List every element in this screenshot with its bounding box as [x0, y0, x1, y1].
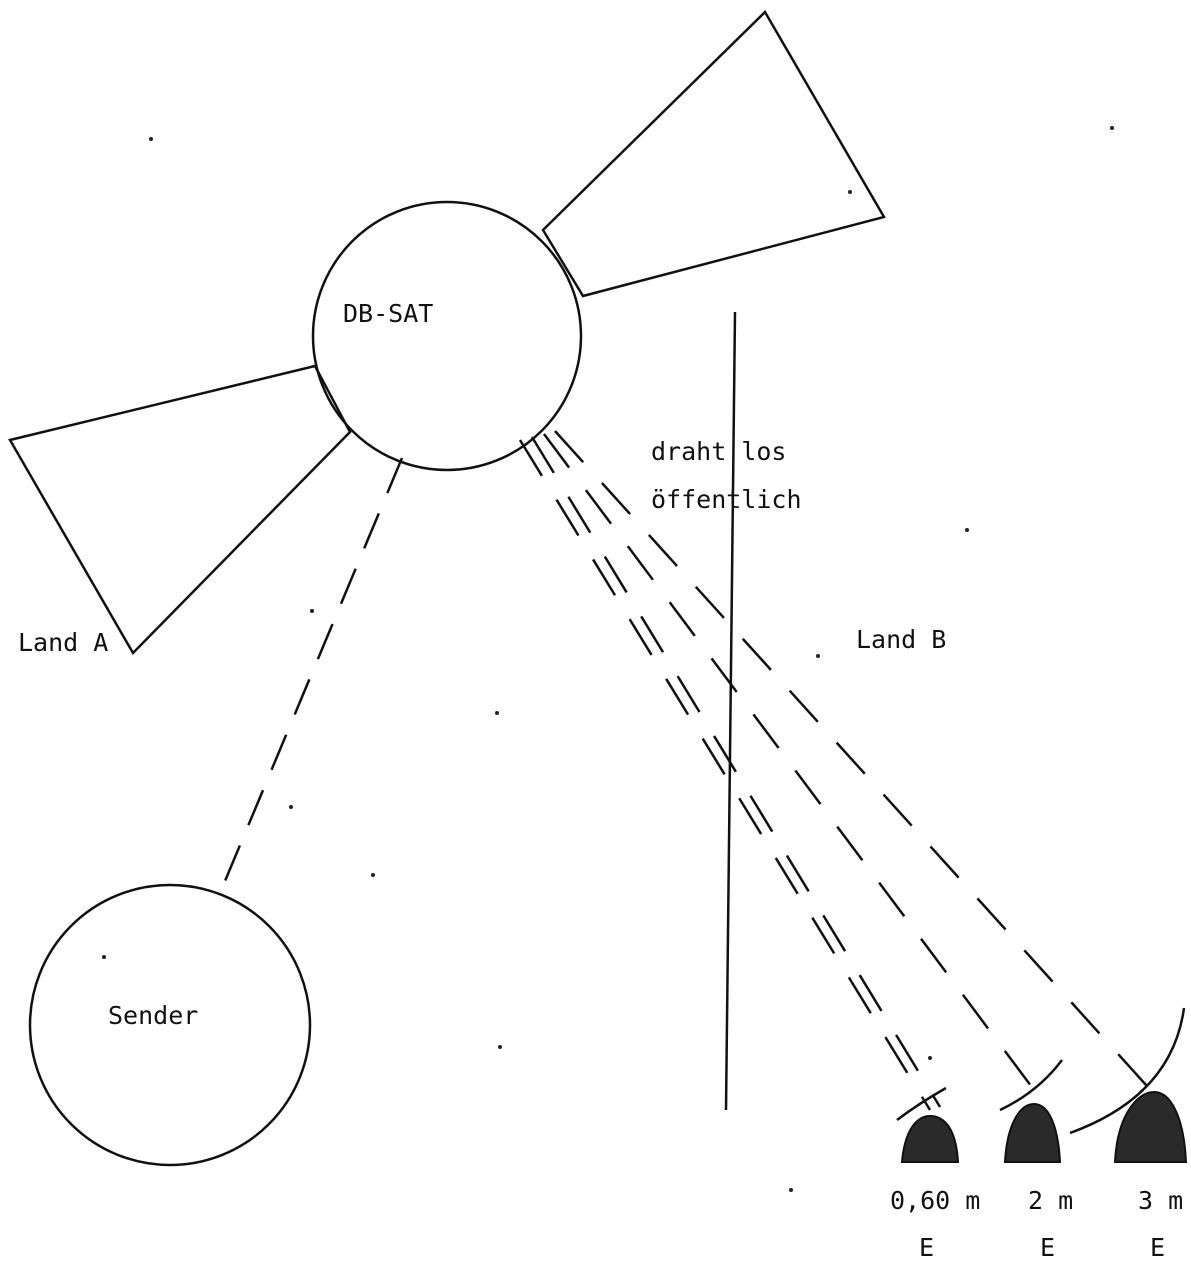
receiver-size-small: 0,60 m [890, 1186, 980, 1215]
solar-panel-right [541, 9, 886, 298]
downlink-beam-3 [542, 433, 1042, 1099]
downlink-beam-4 [554, 430, 1157, 1097]
downlink-beam-2 [530, 436, 942, 1108]
satellite-label: DB-SAT [343, 299, 433, 328]
border-label-line1: draht los [651, 437, 786, 466]
satellite-body [311, 200, 583, 472]
transmitter-label: Sender [108, 1001, 198, 1030]
receiver-size-large: 3 m [1138, 1186, 1183, 1215]
solar-panel-left [8, 364, 352, 656]
receiver-label-small: E [919, 1233, 934, 1261]
transmitter-body [28, 883, 312, 1167]
receiver-dish-small [896, 1086, 960, 1163]
dish-mount [900, 1114, 960, 1163]
uplink-beam [218, 457, 404, 894]
scan-specks [102, 126, 1114, 1192]
receiver-dish-medium [999, 1059, 1063, 1163]
land-b-label: Land B [856, 625, 946, 654]
receiver-label-medium: E [1040, 1233, 1055, 1261]
receiver-label-large: E [1150, 1233, 1165, 1261]
receiver-dish-large [1069, 1007, 1188, 1163]
border-label-line2: öffentlich [651, 485, 802, 514]
dish-reflector [896, 1086, 947, 1121]
border-line [724, 311, 737, 1111]
dish-reflector [1069, 1007, 1186, 1135]
dish-reflector [999, 1059, 1063, 1112]
land-a-label: Land A [18, 628, 108, 657]
dish-mount [1113, 1090, 1188, 1163]
downlink-beam-1 [518, 439, 932, 1111]
receiver-size-medium: 2 m [1028, 1186, 1073, 1215]
dish-mount [1003, 1102, 1062, 1163]
downlink-beams [518, 430, 1157, 1111]
